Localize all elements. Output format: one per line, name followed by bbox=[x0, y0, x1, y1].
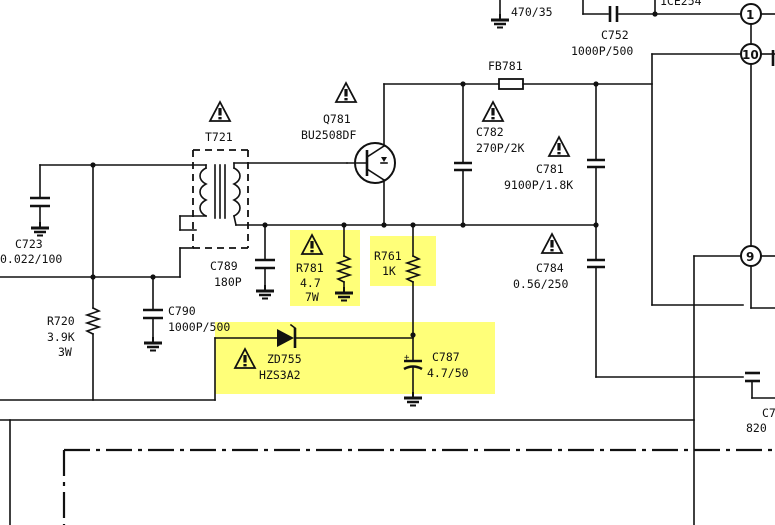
c784-ref: C784 bbox=[536, 261, 564, 275]
svg-text:10: 10 bbox=[742, 48, 759, 62]
c781: C781 9100P/1.8K bbox=[504, 83, 605, 226]
q781-transistor: Q781 BU2508DF bbox=[301, 82, 396, 226]
zd755-ref: ZD755 bbox=[267, 352, 302, 366]
c789: C789 180P bbox=[210, 224, 276, 300]
zd755-zener: ZD755 HZS3A2 bbox=[214, 323, 414, 401]
c784: C784 0.56/250 bbox=[513, 224, 744, 378]
c752-ref: C752 bbox=[601, 28, 629, 42]
c741-value: 470/35 bbox=[511, 5, 553, 19]
q781-part: BU2508DF bbox=[301, 128, 356, 142]
r761-value: 1K bbox=[382, 264, 396, 278]
r720-power: 3W bbox=[58, 345, 72, 359]
c723-value: 0.022/100 bbox=[0, 252, 62, 266]
c790-value: 1000P/500 bbox=[168, 320, 230, 334]
c789-value: 180P bbox=[214, 275, 242, 289]
pin-9: 9 bbox=[740, 245, 762, 267]
t721-transformer: T721 bbox=[179, 101, 348, 249]
c787: + C787 4.7/50 bbox=[402, 337, 469, 407]
c7xx-value: 820 bbox=[746, 421, 767, 435]
svg-text:1: 1 bbox=[746, 8, 754, 22]
c790: C790 1000P/500 bbox=[0, 247, 230, 352]
c782-value: 270P/2K bbox=[476, 141, 525, 155]
c741-area: 470/35 bbox=[489, 0, 553, 29]
svg-text:+: + bbox=[404, 353, 410, 363]
c789-ref: C789 bbox=[210, 259, 238, 273]
c787-ref: C787 bbox=[432, 350, 460, 364]
c7xx-ref: C7 bbox=[762, 406, 775, 420]
fb781-ref: FB781 bbox=[488, 59, 523, 73]
t721-ref: T721 bbox=[205, 130, 233, 144]
c7xx-partial: C7 820 bbox=[745, 371, 775, 435]
pin-10: 10 bbox=[740, 43, 762, 65]
c754-ref: 1CE254 bbox=[660, 0, 702, 8]
c784-value: 0.56/250 bbox=[513, 277, 568, 291]
c723-ref: C723 bbox=[15, 237, 43, 251]
q781-ref: Q781 bbox=[323, 112, 351, 126]
fb781: FB781 bbox=[383, 59, 653, 90]
r781-ref: R781 bbox=[296, 261, 324, 275]
c782: C782 270P/2K bbox=[454, 83, 525, 226]
zd755-part: HZS3A2 bbox=[259, 368, 301, 382]
svg-text:9: 9 bbox=[746, 250, 754, 264]
r781-power: 7W bbox=[305, 290, 319, 304]
r720: R720 3.9K 3W bbox=[47, 164, 102, 401]
c787-value: 4.7/50 bbox=[427, 366, 469, 380]
c790-ref: C790 bbox=[168, 304, 196, 318]
c752: C752 1000P/500 1CE254 bbox=[571, 0, 741, 58]
r761-ref: R761 bbox=[374, 249, 402, 263]
c723: C723 0.022/100 bbox=[0, 162, 207, 266]
r781: R781 4.7 7W bbox=[296, 224, 355, 304]
highlight-r761 bbox=[370, 236, 436, 286]
r720-value: 3.9K bbox=[47, 330, 75, 344]
c782-ref: C782 bbox=[476, 125, 504, 139]
r781-value: 4.7 bbox=[300, 276, 321, 290]
c781-ref: C781 bbox=[536, 162, 564, 176]
r761: R761 1K bbox=[374, 224, 422, 338]
c752-value: 1000P/500 bbox=[571, 44, 633, 58]
c781-value: 9100P/1.8K bbox=[504, 178, 573, 192]
highlight-zd755-c787 bbox=[215, 322, 495, 394]
r720-ref: R720 bbox=[47, 314, 75, 328]
pin-1: 1 bbox=[740, 3, 762, 25]
